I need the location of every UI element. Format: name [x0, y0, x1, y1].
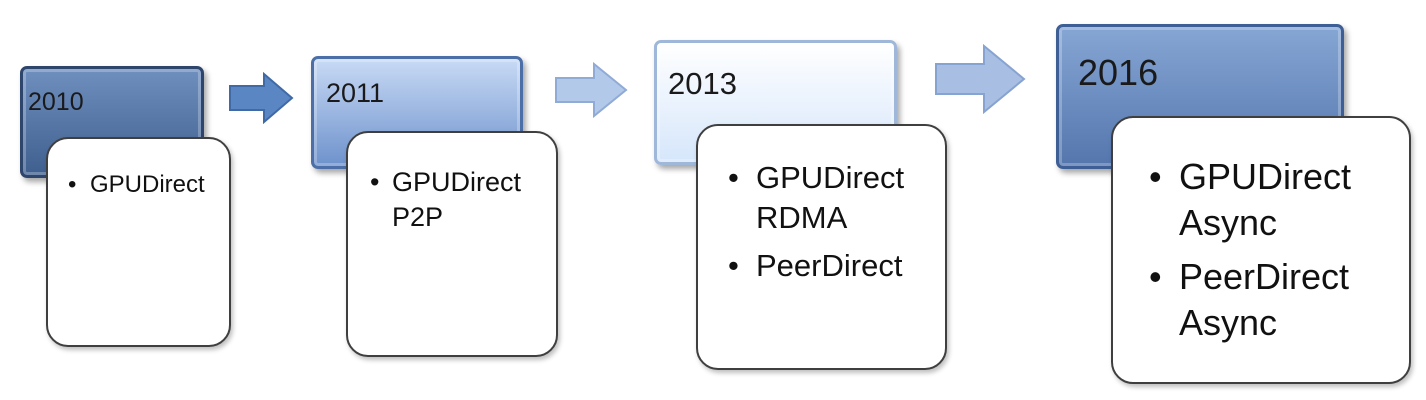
milestone-card: • GPUDirect RDMA • PeerDirect — [696, 124, 947, 370]
milestone-text: Async — [1179, 202, 1278, 243]
milestone-text: Async — [1179, 302, 1278, 343]
milestone-card: • GPUDirect P2P — [346, 131, 558, 357]
bullet-icon: • — [68, 171, 77, 198]
list-item: • PeerDirect — [728, 246, 945, 286]
year-label: 2016 — [1078, 52, 1159, 93]
milestone-text: GPUDirect — [392, 167, 522, 197]
milestone-text: GPUDirect — [90, 171, 205, 198]
year-label: 2011 — [326, 78, 385, 108]
list-item: • GPUDirect P2P — [370, 165, 556, 235]
list-item: • PeerDirect Async — [1149, 254, 1409, 346]
milestone-text: P2P — [392, 202, 444, 232]
milestone-text: GPUDirect — [756, 160, 905, 195]
list-item: • GPUDirect RDMA — [728, 158, 945, 238]
list-item: • GPUDirect Async — [1149, 154, 1409, 246]
bullet-icon: • — [1149, 256, 1162, 297]
milestone-list: • GPUDirect Async • PeerDirect Async — [1149, 154, 1409, 346]
arrow-right-icon — [935, 44, 1026, 114]
milestone-text: PeerDirect — [756, 248, 903, 283]
year-label: 2010 — [28, 88, 84, 116]
list-item: • GPUDirect — [68, 171, 229, 199]
milestone-list: • GPUDirect P2P — [370, 165, 556, 235]
milestone-list: • GPUDirect — [68, 171, 229, 199]
bullet-icon: • — [1149, 156, 1162, 197]
arrow-right-icon — [229, 72, 294, 124]
milestone-text: PeerDirect — [1179, 256, 1350, 297]
milestone-card: • GPUDirect Async • PeerDirect Async — [1111, 116, 1411, 384]
milestone-card: • GPUDirect — [46, 137, 231, 347]
bullet-icon: • — [370, 167, 380, 197]
milestone-text: RDMA — [756, 200, 848, 235]
milestone-list: • GPUDirect RDMA • PeerDirect — [728, 158, 945, 286]
bullet-icon: • — [728, 160, 739, 195]
bullet-icon: • — [728, 248, 739, 283]
milestone-text: GPUDirect — [1179, 156, 1352, 197]
arrow-right-icon — [555, 62, 628, 118]
year-label: 2013 — [668, 66, 737, 101]
